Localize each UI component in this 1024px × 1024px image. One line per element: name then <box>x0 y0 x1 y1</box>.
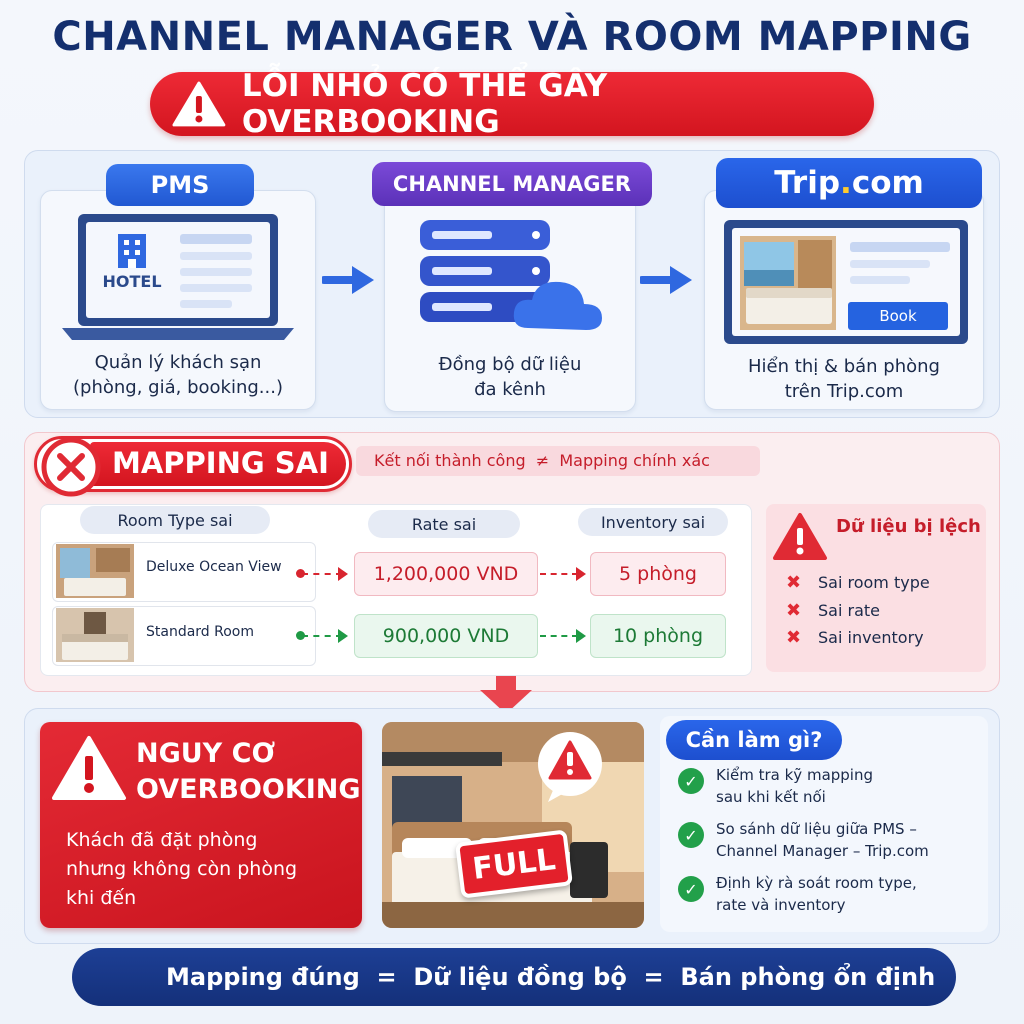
pms-screen-label: HOTEL <box>102 272 162 291</box>
deviation-item: Sai room type <box>818 573 930 592</box>
channel-manager-caption-line1: Đồng bộ dữ liệu <box>438 354 582 375</box>
todo-item: So sánh dữ liệu giữa PMS – Channel Manag… <box>716 818 929 862</box>
warning-banner-text: LỖI NHỎ CÓ THỂ GÂY OVERBOOKING <box>241 68 608 140</box>
todo-item-line2: sau khi kết nối <box>716 788 826 806</box>
check-icon: ✓ <box>678 822 704 848</box>
deviation-item: Sai inventory <box>818 628 924 647</box>
trip-listing-line <box>850 276 910 284</box>
todo-item-line1: So sánh dữ liệu giữa PMS – <box>716 820 917 838</box>
todo-item-line2: Channel Manager – Trip.com <box>716 842 929 860</box>
inventory-value: 5 phòng <box>590 552 726 596</box>
warning-banner: LỖI NHỎ CÓ THỂ GÂY OVERBOOKING <box>150 68 874 140</box>
link-dot <box>296 631 305 640</box>
channel-manager-caption: Đồng bộ dữ liệu đa kênh <box>384 352 636 402</box>
risk-desc-line2: nhưng không còn phòng <box>66 858 298 880</box>
warning-icon <box>172 81 226 127</box>
mapping-badge-text: MAPPING SAI <box>112 446 329 480</box>
laptop-icon <box>62 214 294 340</box>
pms-label: PMS <box>106 164 254 206</box>
pms-caption: Quản lý khách sạn (phòng, giá, booking..… <box>40 350 316 400</box>
channel-manager-caption-line2: đa kênh <box>474 379 546 400</box>
full-sign-text: FULL <box>470 841 558 887</box>
arrowhead <box>338 567 348 581</box>
trip-caption-line2: trên Trip.com <box>784 381 904 402</box>
risk-description: Khách đã đặt phòng nhưng không còn phòng… <box>66 826 297 913</box>
room-thumbnail <box>56 544 134 598</box>
arrowhead <box>576 629 586 643</box>
todo-item: Định kỳ rà soát room type, rate và inven… <box>716 872 917 916</box>
footer-banner: Mapping đúng = Dữ liệu đồng bộ = Bán phò… <box>72 948 956 1006</box>
risk-title-line2: OVERBOOKING <box>136 774 361 805</box>
book-button-label: Book <box>879 307 917 325</box>
check-icon: ✓ <box>678 876 704 902</box>
trip-label-dot: . <box>840 165 852 201</box>
book-button[interactable]: Book <box>848 302 948 330</box>
trip-label: Trip.com <box>716 158 982 208</box>
mapping-link-correct <box>540 635 578 637</box>
trip-listing-line <box>850 242 950 252</box>
todo-item-line1: Định kỳ rà soát room type, <box>716 874 917 892</box>
risk-desc-line1: Khách đã đặt phòng <box>66 829 258 851</box>
error-x-icon <box>41 437 101 497</box>
column-header-room-type: Room Type sai <box>80 506 270 534</box>
trip-label-suffix: com <box>851 165 924 201</box>
footer-text: Mapping đúng = Dữ liệu đồng bộ = Bán phò… <box>166 963 936 991</box>
mapping-subtitle: Kết nối thành công ≠ Mapping chính xác <box>374 451 710 470</box>
arrowhead <box>576 567 586 581</box>
trip-label-main: Trip <box>774 165 841 201</box>
deviation-item: Sai rate <box>818 601 880 620</box>
todo-title-text: Cần làm gì? <box>685 728 823 752</box>
link-dot <box>296 569 305 578</box>
trip-listing-line <box>850 260 930 268</box>
deviation-title: Dữ liệu bị lệch <box>836 516 981 537</box>
server-cloud-icon <box>420 220 602 330</box>
arrowhead <box>338 629 348 643</box>
mapping-link-wrong <box>540 573 578 575</box>
risk-desc-line3: khi đến <box>66 887 137 909</box>
risk-title-line1: NGUY CƠ <box>136 738 276 769</box>
todo-title: Cần làm gì? <box>666 720 842 760</box>
arrow-down-icon <box>480 676 532 714</box>
mapping-badge-fill <box>90 442 346 486</box>
channel-manager-label: CHANNEL MANAGER <box>372 162 652 206</box>
deviation-x-icon: ✖ <box>786 600 802 621</box>
rate-value: 900,000 VND <box>354 614 538 658</box>
mapping-link-wrong <box>302 573 342 575</box>
todo-item-line2: rate và inventory <box>716 896 846 914</box>
pms-caption-line1: Quản lý khách sạn <box>94 352 262 373</box>
alert-bubble-icon <box>538 732 602 802</box>
trip-caption-line1: Hiển thị & bán phòng <box>748 356 940 377</box>
inventory-value: 10 phòng <box>590 614 726 658</box>
room-type-name: Deluxe Ocean View <box>146 559 282 575</box>
room-thumbnail <box>56 608 134 662</box>
trip-caption: Hiển thị & bán phòng trên Trip.com <box>704 354 984 404</box>
pms-caption-line2: (phòng, giá, booking...) <box>73 377 283 398</box>
hotel-room-image <box>740 236 836 330</box>
column-header-rate: Rate sai <box>368 510 520 538</box>
todo-item: Kiểm tra kỹ mapping sau khi kết nối <box>716 764 873 808</box>
page-title: CHANNEL MANAGER VÀ ROOM MAPPING <box>52 14 972 60</box>
check-icon: ✓ <box>678 768 704 794</box>
room-type-name: Standard Room <box>146 624 255 640</box>
warning-icon <box>773 513 827 560</box>
arrow-right-icon <box>322 266 374 294</box>
deviation-x-icon: ✖ <box>786 627 802 648</box>
todo-item-line1: Kiểm tra kỹ mapping <box>716 766 873 784</box>
deviation-x-icon: ✖ <box>786 572 802 593</box>
column-header-inventory: Inventory sai <box>578 508 728 536</box>
mapping-subtitle-bg <box>356 446 760 476</box>
mapping-link-correct <box>302 635 342 637</box>
arrow-right-icon <box>640 266 692 294</box>
rate-value: 1,200,000 VND <box>354 552 538 596</box>
warning-icon <box>52 736 126 800</box>
pms-label-text: PMS <box>150 171 210 199</box>
channel-manager-label-text: CHANNEL MANAGER <box>392 172 632 196</box>
